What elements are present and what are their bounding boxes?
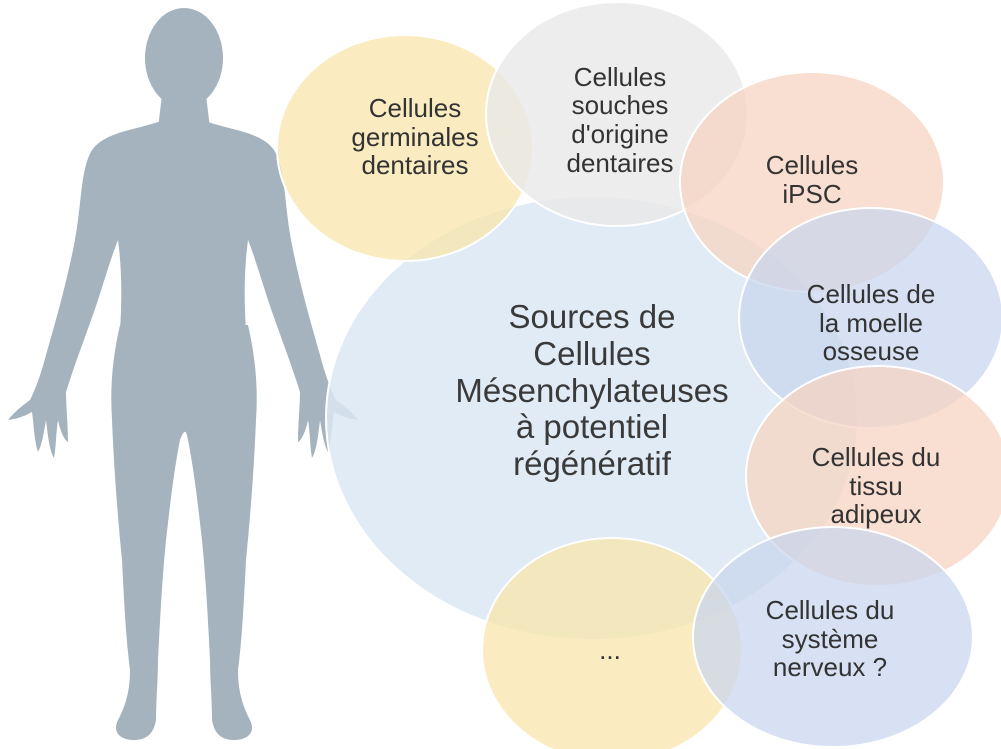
label-germinales: Cellules germinales dentaires	[325, 84, 505, 190]
bubble-line: Cellules du	[766, 596, 895, 625]
bubble-line: système	[782, 625, 879, 654]
label-moelle: Cellules de la moelle osseuse	[781, 270, 961, 376]
bubble-line: dentaires	[362, 151, 469, 180]
label-etc: ...	[560, 630, 660, 670]
bubble-line: ...	[599, 636, 621, 665]
center-line: Cellules	[533, 336, 650, 373]
bubble-line: la moelle	[819, 309, 923, 338]
bubble-line: Cellules du	[812, 443, 941, 472]
bubble-line: adipeux	[830, 500, 921, 529]
bubble-line: Cellules	[574, 63, 667, 92]
bubble-line: tissu	[849, 472, 902, 501]
label-adipeux: Cellules du tissu adipeux	[786, 432, 966, 540]
center-line: Sources de	[509, 299, 676, 336]
center-line: régénératif	[513, 446, 671, 483]
bubble-line: Cellules	[766, 151, 859, 180]
bubble-line: souches	[572, 91, 669, 120]
center-line: à potentiel	[516, 409, 668, 446]
bubble-line: nerveux ?	[773, 653, 887, 682]
center-label: Sources de Cellules Mésenchylateuses à p…	[392, 278, 792, 504]
bubble-line: Cellules	[369, 94, 462, 123]
bubble-line: osseuse	[823, 337, 920, 366]
label-ipsc: Cellules iPSC	[722, 144, 902, 216]
bubble-line: Cellules de	[807, 280, 936, 309]
bubble-line: dentaires	[567, 149, 674, 178]
label-nerveux: Cellules du système nerveux ?	[740, 586, 920, 692]
label-souches: Cellules souches d'origine dentaires	[530, 50, 710, 190]
bubble-line: germinales	[351, 123, 478, 152]
bubble-line: iPSC	[782, 180, 841, 209]
center-line: Mésenchylateuses	[455, 373, 728, 410]
bubble-line: d'origine	[571, 120, 668, 149]
